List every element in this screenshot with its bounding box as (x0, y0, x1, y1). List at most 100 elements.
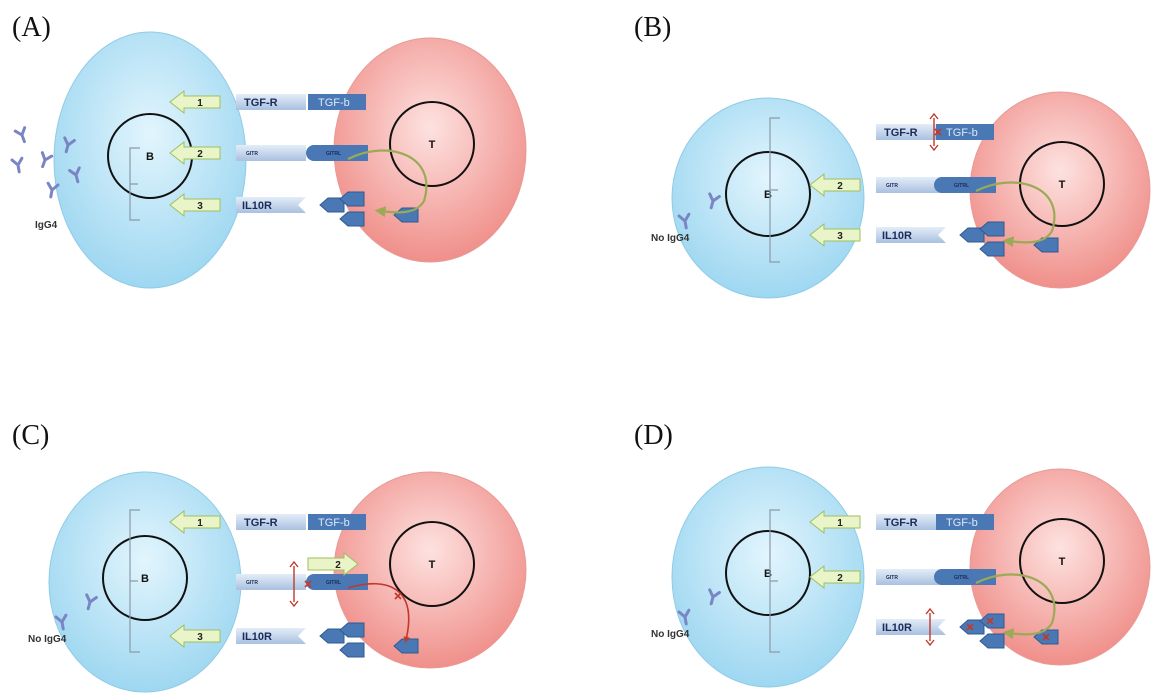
il10-ligand (339, 642, 365, 658)
t-cell-nucleus (389, 521, 475, 607)
receptor-il10r-label: IL10R (882, 622, 912, 634)
receptor-gitr (876, 177, 946, 193)
ligand-tgf-b (936, 514, 994, 530)
panel-label-d: (D) (634, 420, 673, 451)
ligand-tgf-b (308, 514, 366, 530)
il10-induction-arrow (347, 149, 428, 218)
panel-label-b: (B) (634, 12, 672, 43)
block-x-icon (304, 580, 312, 588)
signal-arrow-1: 1 (169, 509, 221, 535)
receptor-il10r-label: IL10R (242, 200, 272, 212)
ligand-gitrl-label: GITRL (954, 183, 969, 189)
igg4-label: IgG4 (35, 220, 58, 231)
b-cell-label: B (764, 568, 772, 580)
il10-induction-arrow (975, 573, 1056, 640)
signal-bracket (129, 509, 140, 653)
block-bar-tgf (929, 112, 939, 152)
block-bar-il10 (925, 607, 935, 647)
antibody-icon (677, 608, 691, 626)
receptor-tgf-r (876, 124, 946, 140)
receptor-tgf-r (236, 514, 306, 530)
antibody-icon (40, 151, 54, 169)
signal-number: 1 (197, 98, 203, 109)
antibody-icon (85, 593, 98, 611)
b-cell-nucleus (725, 151, 811, 237)
signal-number: 1 (837, 518, 843, 529)
receptor-il10r-label: IL10R (242, 631, 272, 643)
block-x-icon (966, 623, 974, 631)
blocked-induction-arrow (347, 582, 410, 644)
ligand-tgf-b-label: TGF-b (946, 127, 978, 139)
t-cell-nucleus (1019, 518, 1105, 604)
antibody-icon (13, 126, 27, 144)
il10-ligand (393, 638, 419, 654)
ligand-tgf-b-label: TGF-b (318, 517, 350, 529)
signal-number: 2 (335, 560, 341, 571)
receptor-gitr-label: GITR (246, 580, 258, 586)
signal-number: 2 (197, 149, 203, 160)
b-cell-label: B (146, 151, 154, 163)
block-x-icon (394, 592, 402, 600)
receptor-tgf-r (236, 94, 306, 110)
il10-ligand (339, 191, 365, 207)
igg4-label: No IgG4 (651, 629, 690, 640)
receptor-tgf-r-label: TGF-R (244, 517, 278, 529)
il10-ligand (319, 628, 345, 644)
ligand-tgf-b-label: TGF-b (318, 97, 350, 109)
ligand-gitrl-label: GITRL (326, 580, 341, 586)
t-cell-label: T (1059, 179, 1066, 191)
il10-ligand (339, 211, 365, 227)
antibody-icon (677, 212, 691, 230)
signal-number: 3 (197, 632, 203, 643)
block-x-icon (986, 617, 994, 625)
signal-arrow-1: 1 (169, 89, 221, 115)
signal-bracket (769, 117, 780, 263)
b-cell-nucleus (725, 530, 811, 616)
receptor-tgf-r-label: TGF-R (244, 97, 278, 109)
signal-arrow-2: 2 (169, 140, 221, 166)
receptor-gitr-label: GITR (246, 151, 258, 157)
block-x-icon (934, 128, 942, 136)
antibody-icon (708, 588, 721, 606)
receptor-tgf-r-label: TGF-R (884, 127, 918, 139)
receptor-gitr (236, 145, 306, 161)
signal-bracket (129, 147, 140, 221)
t-cell-label: T (429, 139, 436, 151)
il10-ligand (339, 622, 365, 638)
ligand-gitrl-label: GITRL (326, 151, 341, 157)
il10-ligand (979, 241, 1005, 257)
il10-induction-arrow (975, 181, 1056, 248)
receptor-il10r (876, 619, 946, 635)
signal-arrow-3: 3 (169, 192, 221, 218)
il10-ligand (979, 221, 1005, 237)
il10-ligand (959, 227, 985, 243)
antibody-icon (54, 613, 68, 631)
t-cell-label: T (1059, 556, 1066, 568)
t-cell (969, 468, 1151, 666)
receptor-il10r (876, 227, 946, 243)
receptor-gitr (876, 569, 946, 585)
signal-number: 3 (837, 231, 843, 242)
igg4-label: No IgG4 (28, 634, 67, 645)
signal-arrow-2: 2 (809, 564, 861, 590)
b-cell-label: B (764, 189, 772, 201)
il10-ligand (319, 197, 345, 213)
receptor-gitr (236, 574, 306, 590)
b-cell-label: B (141, 573, 149, 585)
antibody-icon (63, 136, 76, 154)
receptor-il10r (236, 628, 306, 644)
signal-arrow-3: 3 (169, 623, 221, 649)
signal-arrow-3: 3 (809, 222, 861, 248)
b-cell (671, 97, 865, 299)
il10-ligand (979, 613, 1005, 629)
t-cell-nucleus (389, 101, 475, 187)
antibody-icon (46, 181, 60, 199)
signal-arrow-2: 2 (307, 551, 359, 577)
signal-number: 1 (197, 518, 203, 529)
antibody-icon (68, 166, 81, 184)
